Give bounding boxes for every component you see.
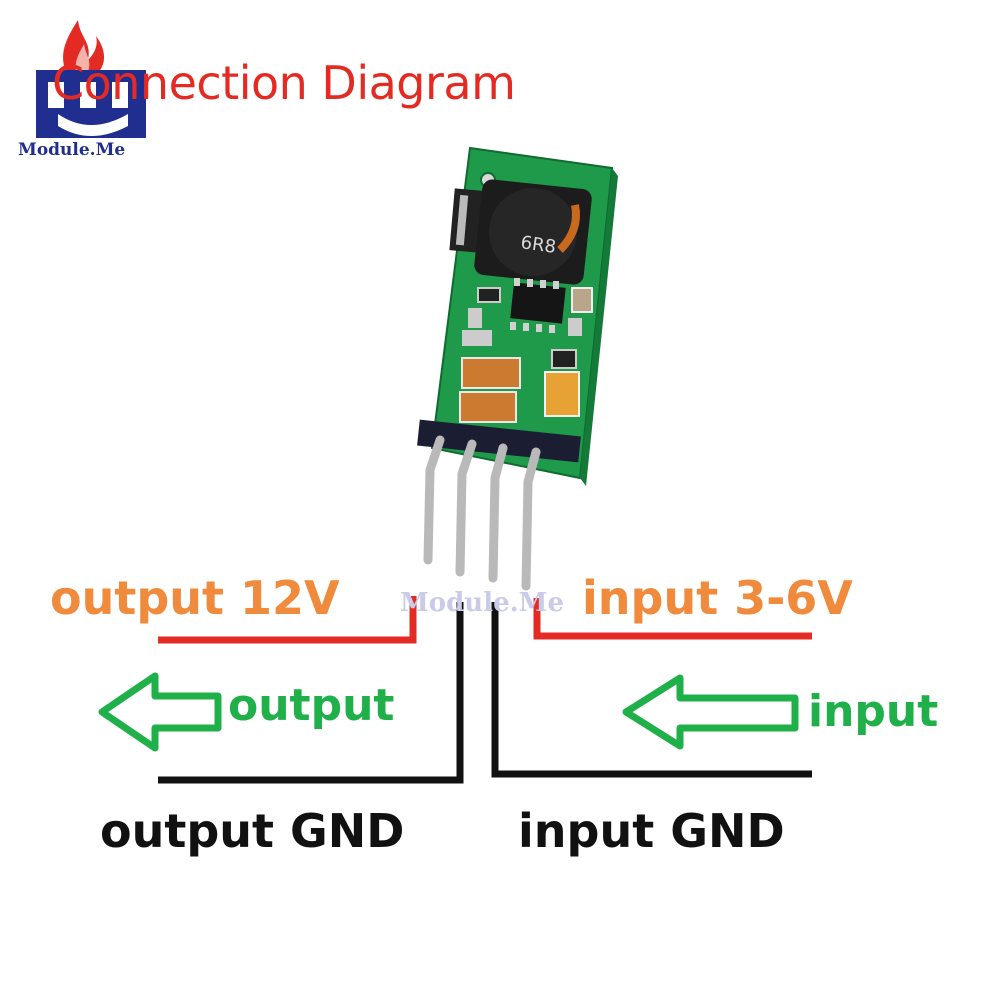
label-output-voltage: output 12V xyxy=(50,571,340,625)
dc-dc-module: 6R8 xyxy=(417,146,618,486)
pin-output-gnd xyxy=(455,439,477,577)
pin-output-12v xyxy=(423,435,445,565)
watermark: Module.Me xyxy=(400,588,564,618)
wire-output-gnd xyxy=(158,602,464,784)
label-output-arrow: output xyxy=(228,680,395,731)
pin-input-gnd xyxy=(488,443,508,583)
wire-input-gnd xyxy=(491,602,812,778)
left-arrow-icon xyxy=(622,674,799,750)
left-arrow-icon xyxy=(98,672,222,752)
wires xyxy=(158,596,812,784)
diagram-title: Connection Diagram xyxy=(52,56,516,110)
logo-icon xyxy=(36,20,146,138)
label-input-voltage: input 3-6V xyxy=(582,571,853,625)
wire-output-12v xyxy=(158,596,417,644)
label-input-gnd: input GND xyxy=(518,804,785,858)
ic-chip xyxy=(510,278,566,333)
logo-text: Module.Me xyxy=(18,140,126,160)
inductor: 6R8 xyxy=(474,179,592,285)
pins xyxy=(423,435,541,591)
inductor-marking: 6R8 xyxy=(519,232,557,258)
label-output-gnd: output GND xyxy=(100,804,405,858)
smd-components xyxy=(459,287,593,423)
label-input-arrow: input xyxy=(808,686,939,737)
pin-input-vin xyxy=(521,447,541,591)
wire-input-vin xyxy=(533,598,812,640)
